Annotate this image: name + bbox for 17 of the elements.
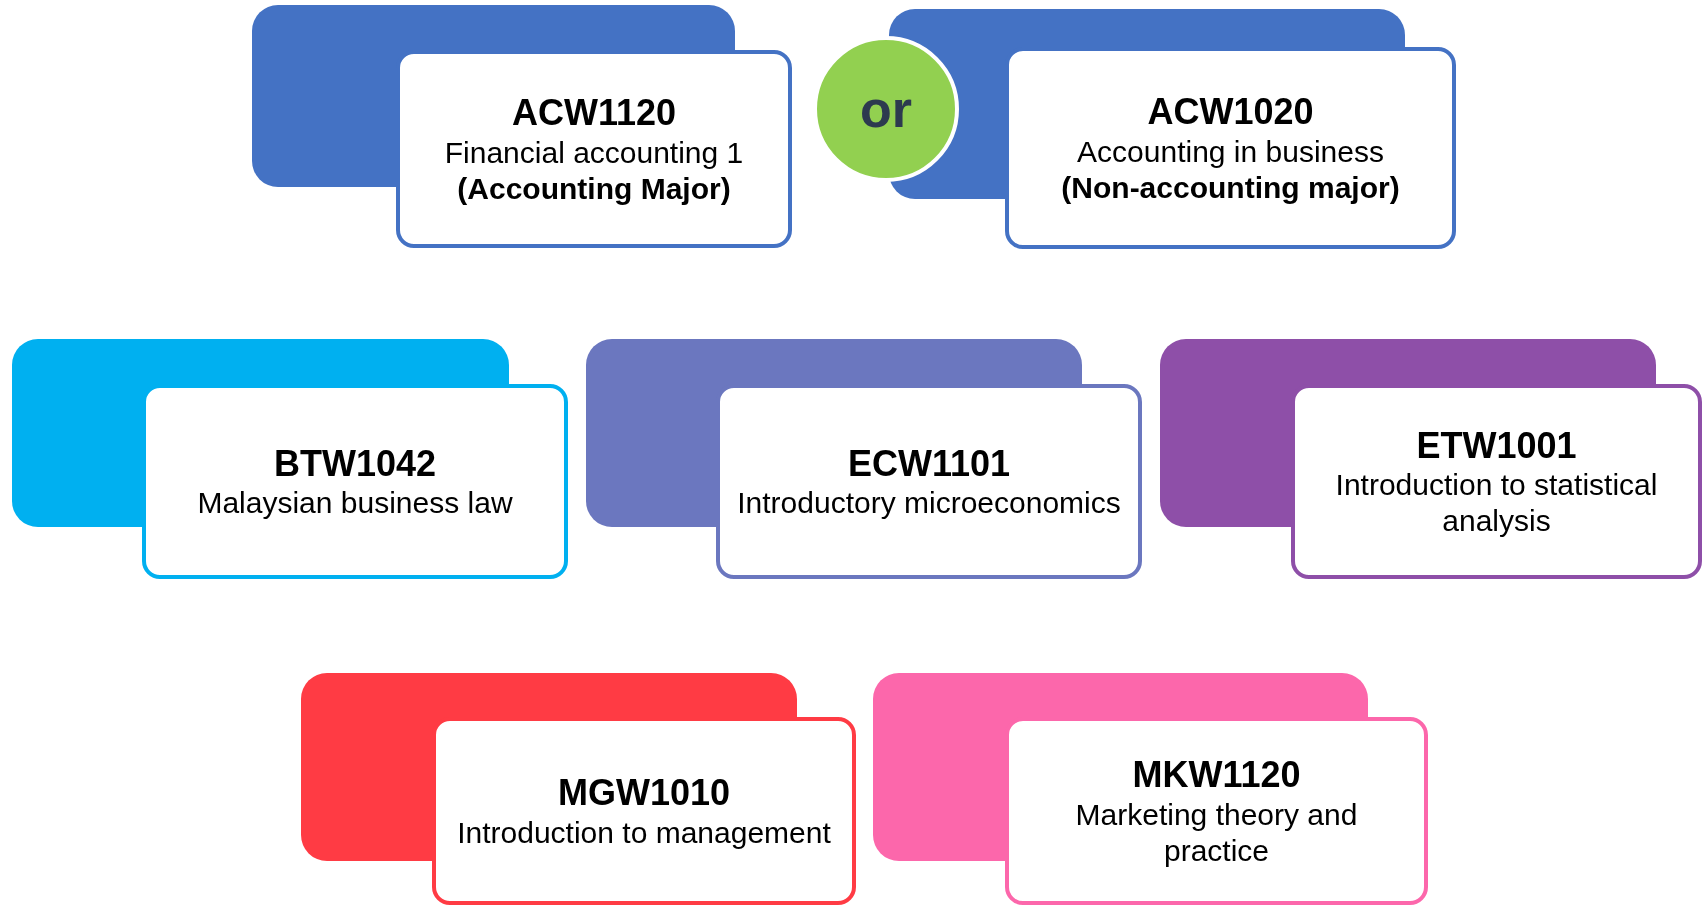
major-note: (Accounting Major) <box>457 170 731 207</box>
course-name: Introduction to statistical analysis <box>1334 467 1659 540</box>
course-code: ACW1020 <box>1147 90 1314 134</box>
course-name: Marketing theory and practice <box>1074 796 1359 869</box>
course-code: MGW1010 <box>557 771 731 815</box>
course-code: BTW1042 <box>273 441 437 486</box>
connector-word: or <box>860 79 912 139</box>
course-code: MKW1120 <box>1132 753 1301 797</box>
course-name: Introduction to management <box>456 814 832 851</box>
course-code: ECW1101 <box>847 441 1011 486</box>
course-name: Introductory microeconomics <box>736 485 1122 522</box>
major-note: (Non-accounting major) <box>1061 169 1400 206</box>
course-name: Financial accounting 1 <box>443 134 745 171</box>
course-code: ACW1120 <box>511 91 677 135</box>
course-name: Malaysian business law <box>196 485 514 522</box>
course-code: ETW1001 <box>1416 423 1577 468</box>
course-name: Accounting in business <box>1076 133 1385 170</box>
